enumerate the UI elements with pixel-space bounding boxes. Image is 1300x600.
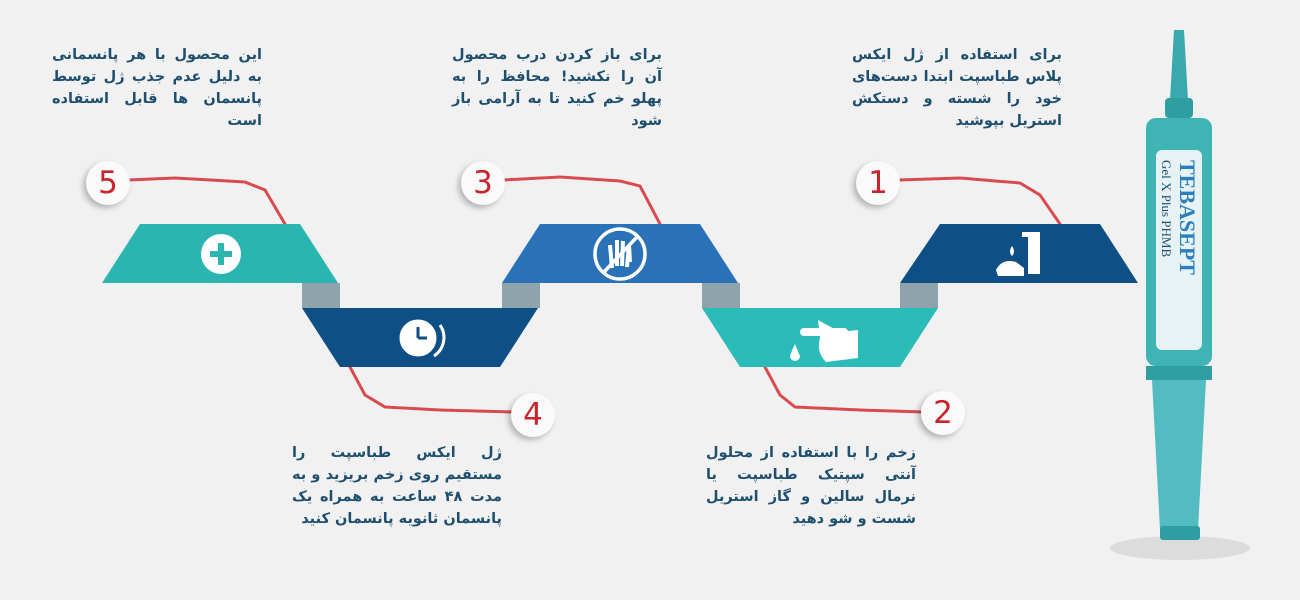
connector-line-5 <box>126 176 287 226</box>
step-number-2: 2 <box>921 391 965 435</box>
connector-line-1 <box>896 176 1062 226</box>
syringe-image: TEBASEPT Gel X Plus PHMB <box>1110 30 1250 560</box>
hand-wash-icon <box>996 232 1040 276</box>
step-2-description: زخم را با استفاده از محلول آنتی سپتیک طب… <box>706 445 916 527</box>
step-3-description: برای باز کردن درب محصول آن را نکشید! محا… <box>452 47 662 129</box>
step-1-description: برای استفاده از ژل ایکس پلاس طباسپت ابتد… <box>852 47 1062 129</box>
no-pull-hand-icon <box>593 227 647 281</box>
connector-line-4 <box>348 365 515 414</box>
ribbon-fold <box>302 283 340 308</box>
ribbon-fold <box>900 283 938 308</box>
connector-line-2 <box>763 365 925 414</box>
finger-drop-icon <box>790 320 858 362</box>
ribbon-fold <box>702 283 740 308</box>
step-number-4: 4 <box>511 393 555 437</box>
step-number-1: 1 <box>856 161 900 205</box>
product-name: Gel X Plus PHMB <box>1159 160 1174 257</box>
plus-cross-icon <box>201 234 241 274</box>
connector-line-3 <box>501 175 662 226</box>
step-number-5: 5 <box>86 161 130 205</box>
product-brand: TEBASEPT <box>1175 160 1200 275</box>
step-4-description: ژل ایکس طباسپت را مستقیم روی زخم بریزید … <box>292 445 502 527</box>
ribbon-step-1 <box>900 224 1138 283</box>
step-5-description: این محصول با هر پانسمانی به دلیل عدم جذب… <box>52 47 262 129</box>
ribbon-fold <box>502 283 540 308</box>
clock-icon <box>399 319 446 358</box>
step-number-3: 3 <box>461 161 505 205</box>
